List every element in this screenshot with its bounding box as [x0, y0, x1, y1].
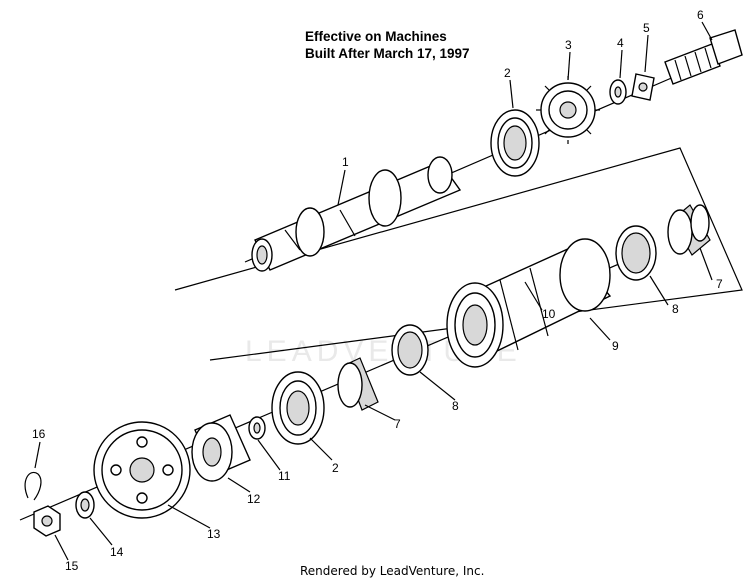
- castle-nut[interactable]: [33, 505, 61, 537]
- tapered-bearing-left[interactable]: [337, 357, 379, 411]
- callout-9: 9: [612, 339, 619, 353]
- title-line-2: Built After March 17, 1997: [305, 46, 470, 61]
- shaft[interactable]: [251, 156, 462, 272]
- callout-7-left: 7: [394, 417, 401, 431]
- callout-5: 5: [643, 21, 650, 35]
- lock-tab[interactable]: [631, 73, 655, 101]
- footer-credit: Rendered by LeadVenture, Inc.: [300, 564, 485, 578]
- callout-15: 15: [65, 559, 79, 573]
- tapered-bearing-right[interactable]: [667, 204, 711, 256]
- washer-bottom[interactable]: [75, 491, 95, 519]
- callout-1: 1: [342, 155, 349, 169]
- callout-11: 11: [278, 469, 291, 483]
- callout-14: 14: [110, 545, 124, 559]
- large-sprocket[interactable]: [93, 421, 191, 519]
- callout-3: 3: [565, 38, 572, 52]
- callout-2-bottom: 2: [332, 461, 339, 475]
- washer-top[interactable]: [609, 79, 627, 105]
- callout-4: 4: [617, 36, 624, 50]
- bearing-top[interactable]: [490, 109, 540, 177]
- race-left[interactable]: [391, 324, 429, 376]
- callout-8-left: 8: [452, 399, 459, 413]
- small-sprocket[interactable]: [536, 76, 600, 144]
- washer-small[interactable]: [248, 416, 266, 440]
- spacer[interactable]: [191, 414, 251, 482]
- callout-2-top: 2: [504, 66, 511, 80]
- race-right[interactable]: [615, 225, 657, 281]
- cotter-pin[interactable]: [24, 471, 42, 501]
- bolt[interactable]: [664, 29, 743, 85]
- callout-10: 10: [542, 307, 556, 321]
- callout-12: 12: [247, 492, 261, 506]
- diagram-title: Effective on Machines Built After March …: [305, 28, 470, 62]
- callout-8-right: 8: [672, 302, 679, 316]
- title-line-1: Effective on Machines: [305, 29, 447, 44]
- callout-13: 13: [207, 527, 221, 541]
- bearing-bottom[interactable]: [271, 371, 325, 445]
- callout-leaders: [34, 21, 713, 561]
- callout-6: 6: [697, 8, 704, 22]
- callout-16: 16: [32, 427, 46, 441]
- callout-7-right: 7: [716, 277, 723, 291]
- housing[interactable]: [446, 238, 612, 368]
